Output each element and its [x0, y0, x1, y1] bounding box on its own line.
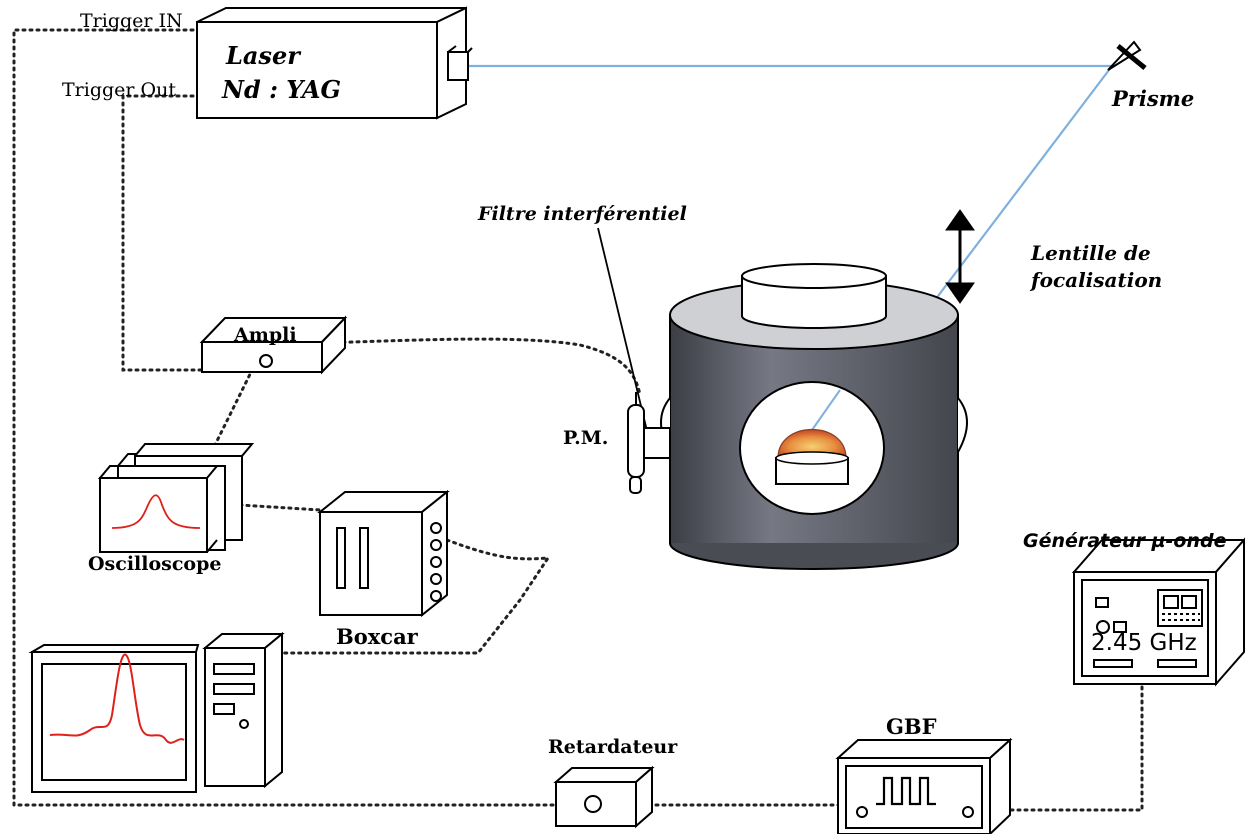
laser-model-label: Nd : YAG: [222, 75, 342, 104]
boxcar-label: Boxcar: [336, 624, 418, 649]
computer-icon: [28, 631, 285, 793]
trigger-out-cable: [121, 94, 204, 372]
boxcar-to-pc-cable: [273, 538, 551, 655]
pm-label: P.M.: [563, 427, 609, 449]
retardateur-label: Retardateur: [548, 736, 678, 758]
oscilloscope-icon: [97, 443, 255, 553]
ampli-to-pm-cable: [320, 337, 642, 397]
oscilloscope-to-boxcar-cable: [238, 503, 322, 512]
prism-icon: [1107, 40, 1147, 71]
trigger-in-cable: [12, 28, 558, 807]
plasma-reactor: [660, 263, 968, 570]
generateur-label: Générateur µ-onde: [1023, 530, 1227, 552]
prisme-label: Prisme: [1112, 86, 1195, 111]
retardateur-box: [553, 765, 655, 829]
filtre-pointer-line: [597, 227, 649, 436]
lens-arrow-icon: [945, 209, 975, 304]
gbf-to-generator-cable: [988, 673, 1144, 812]
gbf-label: GBF: [886, 714, 937, 739]
photomultiplier-icon: [627, 392, 671, 494]
microwave-generator-icon: [1071, 537, 1245, 687]
frequency-label: 2.45 GHz: [1091, 630, 1197, 656]
gbf-box: [835, 737, 1013, 834]
plasma-ball: [777, 428, 847, 459]
laser-label: Laser: [226, 41, 300, 70]
laser-box: [196, 6, 473, 120]
trigger-in-label: Trigger IN: [80, 10, 183, 32]
lentille-label-line2: focalisation: [1031, 268, 1163, 292]
oscilloscope-label: Oscilloscope: [88, 553, 222, 575]
ampli-box: [199, 315, 348, 375]
boxcar-icon: [317, 489, 450, 618]
trigger-out-label: Trigger Out: [62, 79, 176, 101]
ampli-label: Ampli: [234, 324, 297, 346]
lentille-label: Lentille de: [1031, 241, 1151, 265]
filtre-label: Filtre interférentiel: [478, 203, 687, 225]
